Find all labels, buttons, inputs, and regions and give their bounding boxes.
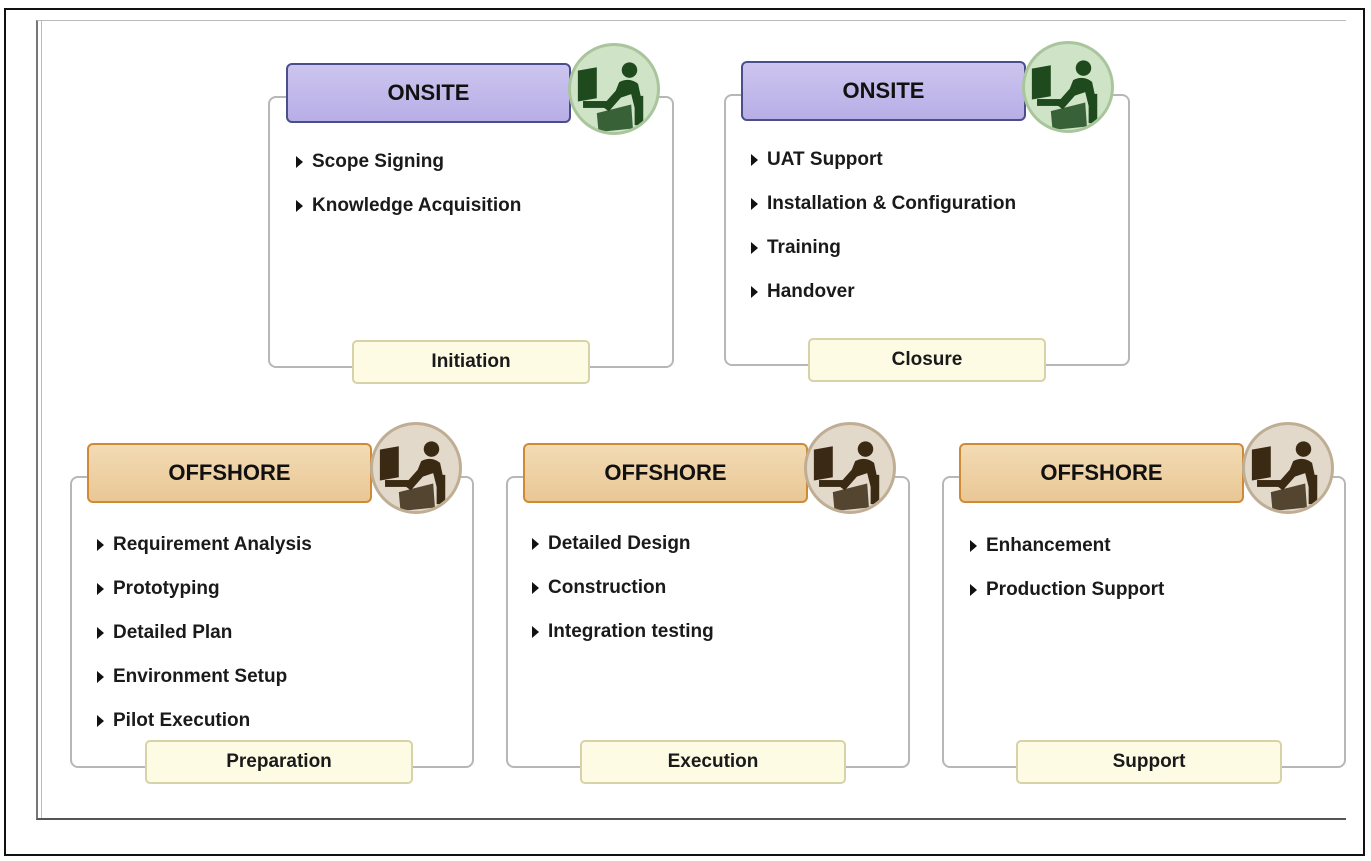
location-header: ONSITE bbox=[741, 61, 1026, 121]
task-list: Requirement Analysis Prototyping Detaile… bbox=[97, 534, 312, 754]
task-label: Scope Signing bbox=[312, 151, 444, 172]
outer-frame bbox=[4, 8, 1365, 856]
bullet-arrow-icon bbox=[970, 584, 977, 596]
diagram-frame bbox=[36, 20, 1346, 820]
list-item: Pilot Execution bbox=[97, 710, 312, 754]
task-label: Detailed Plan bbox=[113, 622, 233, 643]
task-label: Prototyping bbox=[113, 578, 220, 599]
person-at-computer-icon-art bbox=[577, 62, 644, 132]
person-at-computer-icon bbox=[1022, 41, 1114, 133]
list-item: Prototyping bbox=[97, 578, 312, 622]
task-label: Installation & Configuration bbox=[767, 193, 1017, 214]
list-item: Environment Setup bbox=[97, 666, 312, 710]
task-list: Scope Signing Knowledge Acquisition bbox=[296, 151, 521, 239]
bullet-arrow-icon bbox=[97, 671, 104, 683]
location-header: OFFSHORE bbox=[523, 443, 808, 503]
phase-panel-initiation bbox=[268, 96, 674, 368]
list-item: Detailed Plan bbox=[97, 622, 312, 666]
task-label: Knowledge Acquisition bbox=[312, 195, 522, 216]
list-item: Construction bbox=[532, 577, 714, 621]
person-at-computer-icon-art bbox=[1251, 441, 1318, 511]
task-label: Requirement Analysis bbox=[113, 534, 312, 555]
bullet-arrow-icon bbox=[97, 627, 104, 639]
bullet-arrow-icon bbox=[751, 198, 758, 210]
phase-label: Execution bbox=[580, 740, 846, 784]
bullet-arrow-icon bbox=[751, 242, 758, 254]
task-list: Enhancement Production Support bbox=[970, 535, 1164, 623]
bullet-arrow-icon bbox=[97, 539, 104, 551]
task-list: Detailed Design Construction Integration… bbox=[532, 533, 714, 665]
task-label: UAT Support bbox=[767, 149, 883, 170]
phase-panel-preparation bbox=[70, 476, 474, 768]
list-item: Installation & Configuration bbox=[751, 193, 1016, 237]
person-at-computer-icon-art bbox=[1031, 60, 1098, 130]
task-label: Pilot Execution bbox=[113, 710, 251, 731]
person-at-computer-icon bbox=[568, 43, 660, 135]
person-at-computer-icon-art bbox=[813, 441, 880, 511]
person-at-computer-icon bbox=[804, 422, 896, 514]
list-item: Requirement Analysis bbox=[97, 534, 312, 578]
location-header: OFFSHORE bbox=[87, 443, 372, 503]
person-at-computer-icon bbox=[370, 422, 462, 514]
bullet-arrow-icon bbox=[532, 626, 539, 638]
bullet-arrow-icon bbox=[296, 156, 303, 168]
bullet-arrow-icon bbox=[970, 540, 977, 552]
task-label: Construction bbox=[548, 577, 667, 598]
list-item: Detailed Design bbox=[532, 533, 714, 577]
bullet-arrow-icon bbox=[97, 715, 104, 727]
location-header: ONSITE bbox=[286, 63, 571, 123]
task-label: Production Support bbox=[986, 579, 1165, 600]
list-item: Knowledge Acquisition bbox=[296, 195, 521, 239]
list-item: Production Support bbox=[970, 579, 1164, 623]
bullet-arrow-icon bbox=[532, 538, 539, 550]
task-label: Environment Setup bbox=[113, 666, 288, 687]
phase-label: Support bbox=[1016, 740, 1282, 784]
task-label: Integration testing bbox=[548, 621, 714, 642]
list-item: Enhancement bbox=[970, 535, 1164, 579]
task-label: Training bbox=[767, 237, 841, 258]
bullet-arrow-icon bbox=[751, 286, 758, 298]
bullet-arrow-icon bbox=[751, 154, 758, 166]
list-item: Training bbox=[751, 237, 1016, 281]
task-label: Enhancement bbox=[986, 535, 1111, 556]
list-item: Scope Signing bbox=[296, 151, 521, 195]
bullet-arrow-icon bbox=[296, 200, 303, 212]
bullet-arrow-icon bbox=[97, 583, 104, 595]
task-list: UAT Support Installation & Configuration… bbox=[751, 149, 1016, 325]
task-label: Detailed Design bbox=[548, 533, 691, 554]
list-item: Integration testing bbox=[532, 621, 714, 665]
task-label: Handover bbox=[767, 281, 855, 302]
phase-panel-support bbox=[942, 476, 1346, 768]
person-at-computer-icon bbox=[1242, 422, 1334, 514]
phase-label: Preparation bbox=[145, 740, 413, 784]
list-item: Handover bbox=[751, 281, 1016, 325]
phase-label: Initiation bbox=[352, 340, 590, 384]
location-header: OFFSHORE bbox=[959, 443, 1244, 503]
bullet-arrow-icon bbox=[532, 582, 539, 594]
phase-label: Closure bbox=[808, 338, 1046, 382]
person-at-computer-icon-art bbox=[379, 441, 446, 511]
list-item: UAT Support bbox=[751, 149, 1016, 193]
